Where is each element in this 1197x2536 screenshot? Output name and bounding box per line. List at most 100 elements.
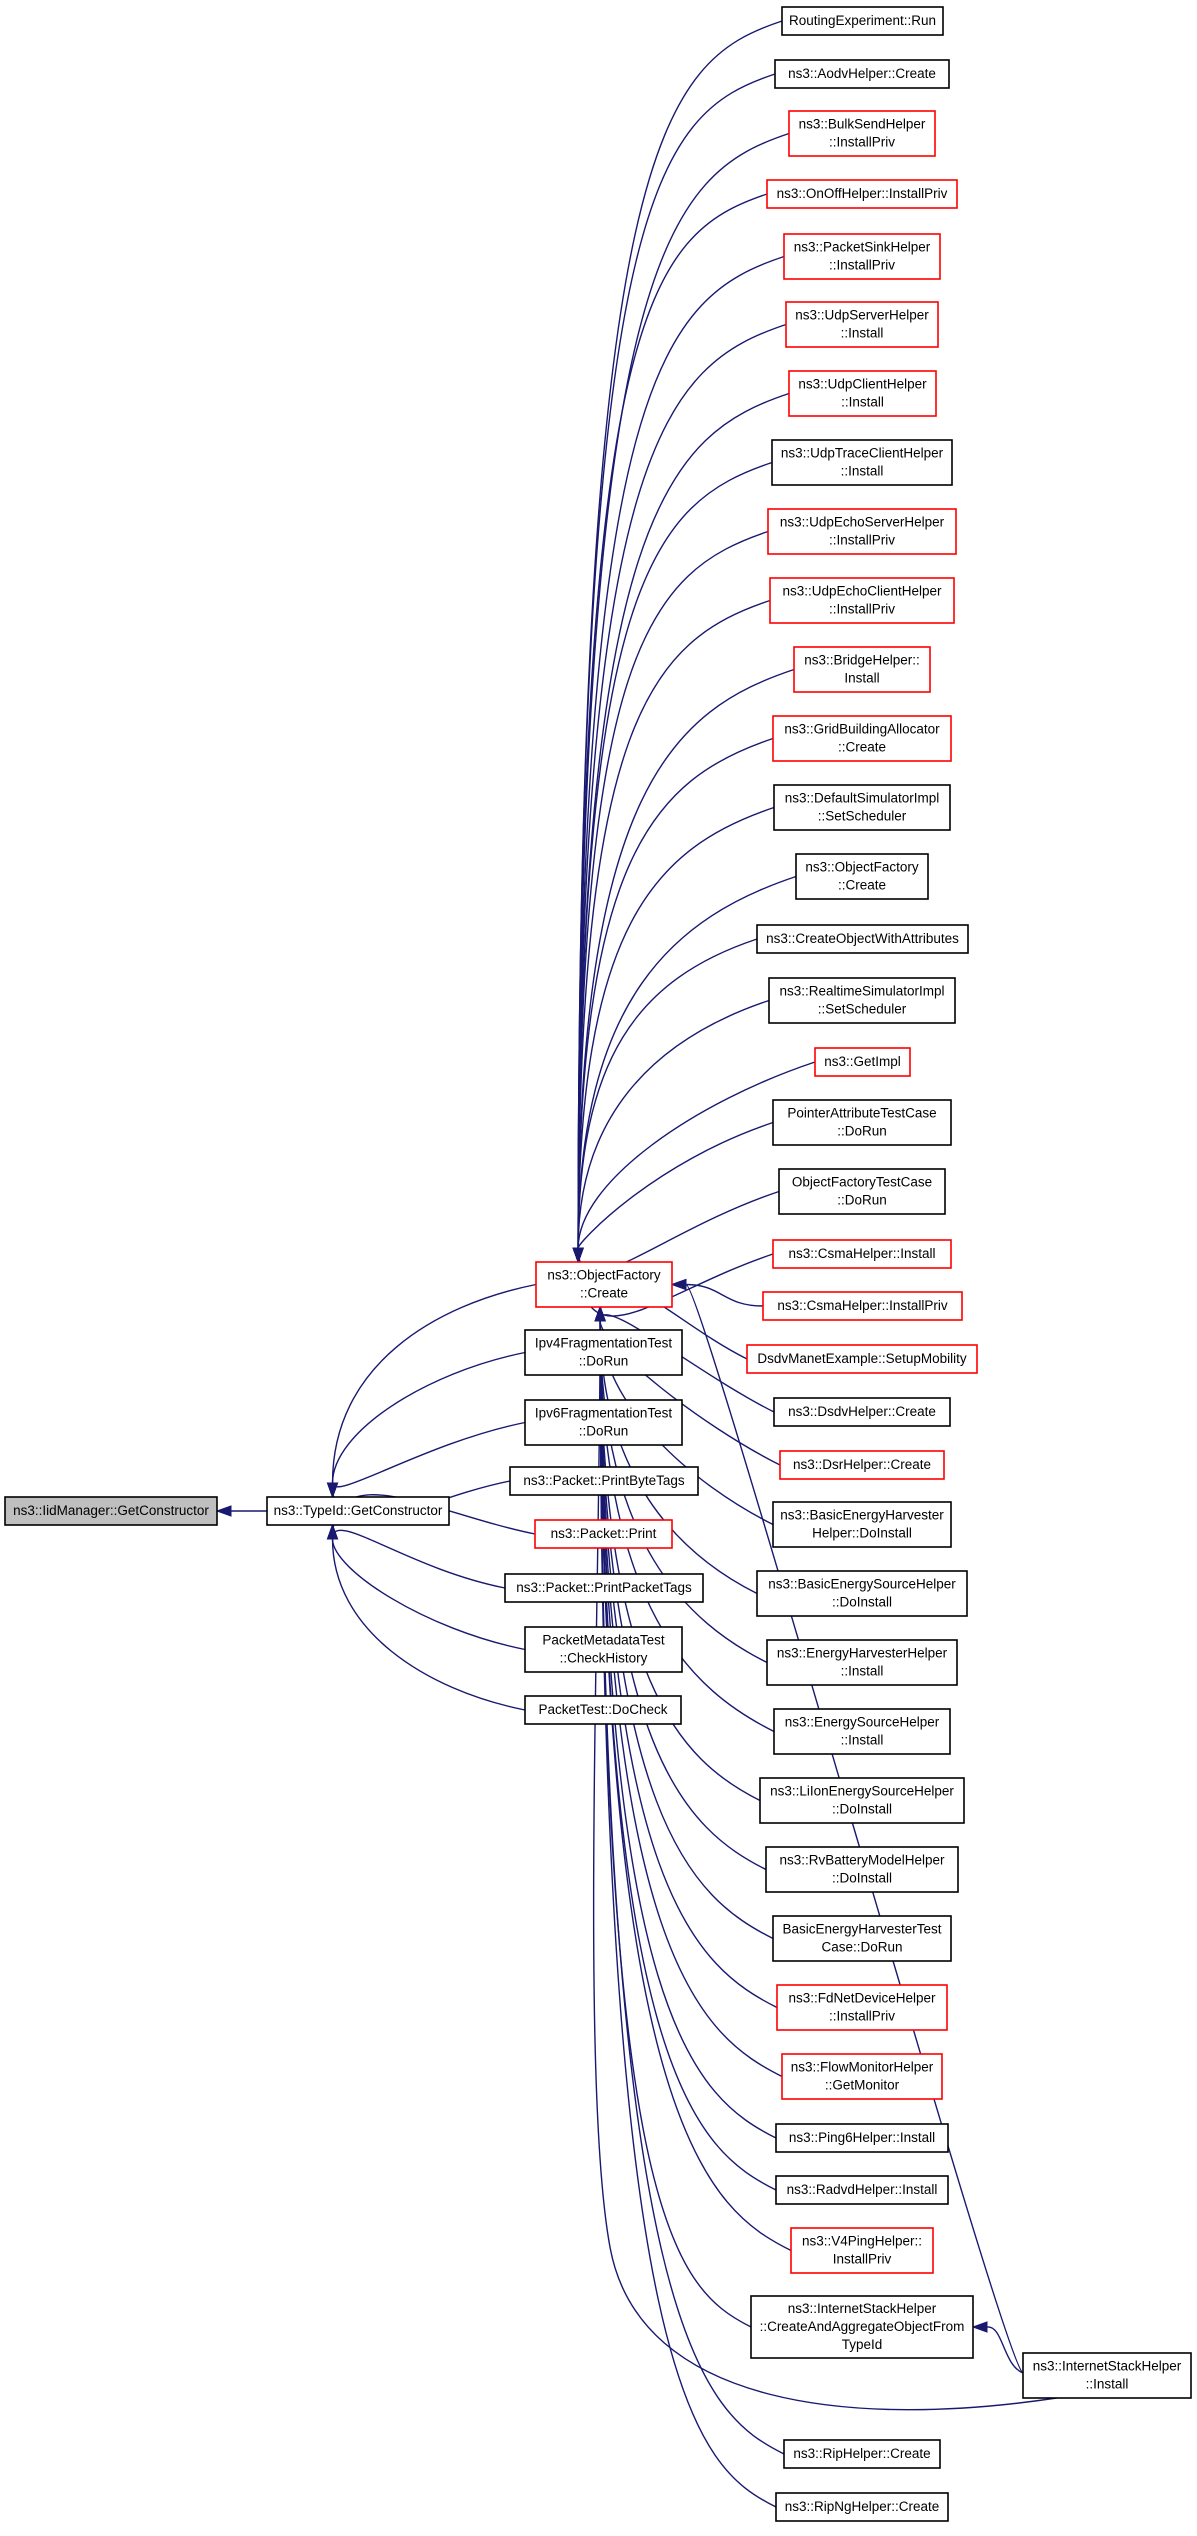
edge-printbytetags-to-getctor-arrowhead <box>326 1482 339 1499</box>
graph-node-gridbuilding[interactable]: ns3::GridBuildingAllocator::Create <box>772 715 952 762</box>
graph-node-energysource[interactable]: ns3::EnergySourceHelper::Install <box>773 1708 951 1755</box>
graph-node-packettest[interactable]: PacketTest::DoCheck <box>524 1695 682 1725</box>
graph-node-basicharvester[interactable]: ns3::BasicEnergyHarvesterHelper::DoInsta… <box>772 1501 952 1548</box>
graph-node-dsdvmanet[interactable]: DsdvManetExample::SetupMobility <box>746 1344 978 1374</box>
node-box <box>795 853 929 900</box>
edge-of_create-to-getctor <box>331 1283 537 1484</box>
graph-node-dsrhelper[interactable]: ns3::DsrHelper::Create <box>779 1450 945 1480</box>
node-label: ::GetMonitor <box>825 2077 900 2092</box>
node-label: ns3::InternetStackHelper <box>788 2301 937 2316</box>
node-label: ns3::GetImpl <box>824 1054 901 1069</box>
node-label: ::CheckHistory <box>560 1650 648 1665</box>
edge-createobj-to-of_create <box>577 938 758 1249</box>
node-label: ns3::GridBuildingAllocator <box>784 721 940 736</box>
graph-node-ipv4frag[interactable]: Ipv4FragmentationTest::DoRun <box>524 1329 683 1376</box>
graph-node-inetstack_install[interactable]: ns3::InternetStackHelper::Install <box>1022 2352 1192 2399</box>
graph-node-radvd[interactable]: ns3::RadvdHelper::Install <box>775 2175 949 2205</box>
node-box <box>779 1450 945 1480</box>
graph-node-printbytetags[interactable]: ns3::Packet::PrintByteTags <box>509 1466 699 1496</box>
graph-node-routingexp[interactable]: RoutingExperiment::Run <box>781 6 944 36</box>
node-box <box>524 1626 683 1673</box>
edge-udpechoserver-to-of_create <box>577 530 769 1249</box>
edge-onoff-to-of_create <box>577 193 768 1249</box>
node-label: Case::DoRun <box>821 1939 902 1954</box>
node-box <box>775 2175 949 2205</box>
node-label: ns3::RealtimeSimulatorImpl <box>779 983 944 998</box>
node-label: ::Create <box>580 1285 628 1300</box>
graph-node-bridge[interactable]: ns3::BridgeHelper::Install <box>793 646 931 693</box>
graph-node-rvbattery[interactable]: ns3::RvBatteryModelHelper::DoInstall <box>765 1846 959 1893</box>
graph-node-createobj[interactable]: ns3::CreateObjectWithAttributes <box>756 924 969 954</box>
graph-node-ping6[interactable]: ns3::Ping6Helper::Install <box>775 2123 949 2153</box>
graph-node-flowmon[interactable]: ns3::FlowMonitorHelper::GetMonitor <box>781 2053 943 2100</box>
graph-node-onoff[interactable]: ns3::OnOffHelper::InstallPriv <box>766 179 958 209</box>
graph-node-udpclient[interactable]: ns3::UdpClientHelper::Install <box>788 370 937 417</box>
graph-node-getimpl[interactable]: ns3::GetImpl <box>814 1047 911 1077</box>
node-label: Ipv4FragmentationTest <box>535 1335 673 1350</box>
graph-node-of_create[interactable]: ns3::ObjectFactory::Create <box>535 1261 673 1308</box>
graph-node-root[interactable]: ns3::IidManager::GetConstructor <box>4 1496 218 1526</box>
node-box <box>534 1519 673 1549</box>
graph-node-csmainstall[interactable]: ns3::CsmaHelper::Install <box>772 1239 952 1269</box>
graph-node-aodv[interactable]: ns3::AodvHelper::Create <box>774 59 950 89</box>
edge-csmainstallpriv-to-of_create <box>685 1283 764 1307</box>
node-label: ns3::Packet::Print <box>551 1526 657 1541</box>
graph-node-liion[interactable]: ns3::LiIonEnergySourceHelper::DoInstall <box>759 1777 965 1824</box>
node-label: ::DoInstall <box>832 1870 892 1885</box>
graph-node-v4ping[interactable]: ns3::V4PingHelper::InstallPriv <box>790 2227 934 2274</box>
edge-getctor-to-root-arrowhead <box>215 1505 232 1517</box>
graph-node-basicsource[interactable]: ns3::BasicEnergySourceHelper::DoInstall <box>756 1570 968 1617</box>
node-box <box>772 1915 952 1962</box>
graph-node-ripng[interactable]: ns3::RipNgHelper::Create <box>775 2492 949 2522</box>
edge-packettest-to-getctor <box>331 1538 526 1711</box>
graph-node-fdnet[interactable]: ns3::FdNetDeviceHelper::InstallPriv <box>776 1984 948 2031</box>
graph-node-oftest[interactable]: ObjectFactoryTestCase::DoRun <box>778 1168 946 1215</box>
graph-node-pmtest[interactable]: PacketMetadataTest::CheckHistory <box>524 1626 683 1673</box>
call-graph-nodes: ns3::IidManager::GetConstructor ns3::Type… <box>4 6 1192 2522</box>
graph-node-dsdvhelper[interactable]: ns3::DsdvHelper::Create <box>773 1397 951 1427</box>
graph-node-udptrace[interactable]: ns3::UdpTraceClientHelper::Install <box>771 439 953 486</box>
edge-inetstack_install-to-of_create-arrowhead <box>670 1278 687 1291</box>
graph-node-packetsink[interactable]: ns3::PacketSinkHelper::InstallPriv <box>783 233 941 280</box>
graph-node-defaultsim[interactable]: ns3::DefaultSimulatorImpl::SetScheduler <box>773 784 951 831</box>
node-label: ::Install <box>841 1732 884 1747</box>
graph-node-inetstack_caof[interactable]: ns3::InternetStackHelper::CreateAndAggre… <box>750 2295 974 2359</box>
node-label: ns3::EnergySourceHelper <box>785 1714 940 1729</box>
node-label: ns3::Packet::PrintByteTags <box>523 1473 685 1488</box>
graph-node-getctor[interactable]: ns3::TypeId::GetConstructor <box>266 1496 450 1526</box>
node-box <box>768 977 956 1024</box>
node-box <box>778 1168 946 1215</box>
graph-node-ipv6frag[interactable]: Ipv6FragmentationTest::DoRun <box>524 1399 683 1446</box>
graph-node-energyharvester[interactable]: ns3::EnergyHarvesterHelper::Install <box>766 1639 958 1686</box>
node-box <box>771 439 953 486</box>
graph-node-pointerattr[interactable]: PointerAttributeTestCase::DoRun <box>772 1099 952 1146</box>
graph-node-realtimesim[interactable]: ns3::RealtimeSimulatorImpl::SetScheduler <box>768 977 956 1024</box>
node-label: TypeId <box>842 2337 883 2352</box>
node-label: PacketTest::DoCheck <box>538 1702 667 1717</box>
node-label: ::InstallPriv <box>829 134 895 149</box>
graph-node-riphelper[interactable]: ns3::RipHelper::Create <box>783 2439 941 2469</box>
node-box <box>775 2492 949 2522</box>
graph-node-udpechoclient[interactable]: ns3::UdpEchoClientHelper::InstallPriv <box>769 577 955 624</box>
node-label: ns3::IidManager::GetConstructor <box>13 1503 209 1518</box>
node-label: ns3::UdpServerHelper <box>795 307 929 322</box>
node-box <box>756 1570 968 1617</box>
edge-gridbuilding-to-of_create <box>577 737 774 1249</box>
node-label: ns3::BasicEnergySourceHelper <box>768 1576 956 1591</box>
node-box <box>774 59 950 89</box>
node-box <box>793 646 931 693</box>
node-box <box>504 1573 704 1603</box>
node-label: ns3::DsdvHelper::Create <box>788 1404 936 1419</box>
node-label: ::SetScheduler <box>818 808 907 823</box>
graph-node-csmainstallpriv[interactable]: ns3::CsmaHelper::InstallPriv <box>762 1291 963 1321</box>
graph-node-of_create2[interactable]: ns3::ObjectFactory::Create <box>795 853 929 900</box>
node-box <box>772 715 952 762</box>
graph-node-printpackettags[interactable]: ns3::Packet::PrintPacketTags <box>504 1573 704 1603</box>
graph-node-udpechoserver[interactable]: ns3::UdpEchoServerHelper::InstallPriv <box>767 508 957 555</box>
node-box <box>535 1261 673 1308</box>
graph-node-packetprint[interactable]: ns3::Packet::Print <box>534 1519 673 1549</box>
edge-udpechoclient-to-of_create <box>577 599 771 1249</box>
graph-node-bulksend[interactable]: ns3::BulkSendHelper::InstallPriv <box>788 110 936 157</box>
graph-node-udpserver[interactable]: ns3::UdpServerHelper::Install <box>785 301 939 348</box>
